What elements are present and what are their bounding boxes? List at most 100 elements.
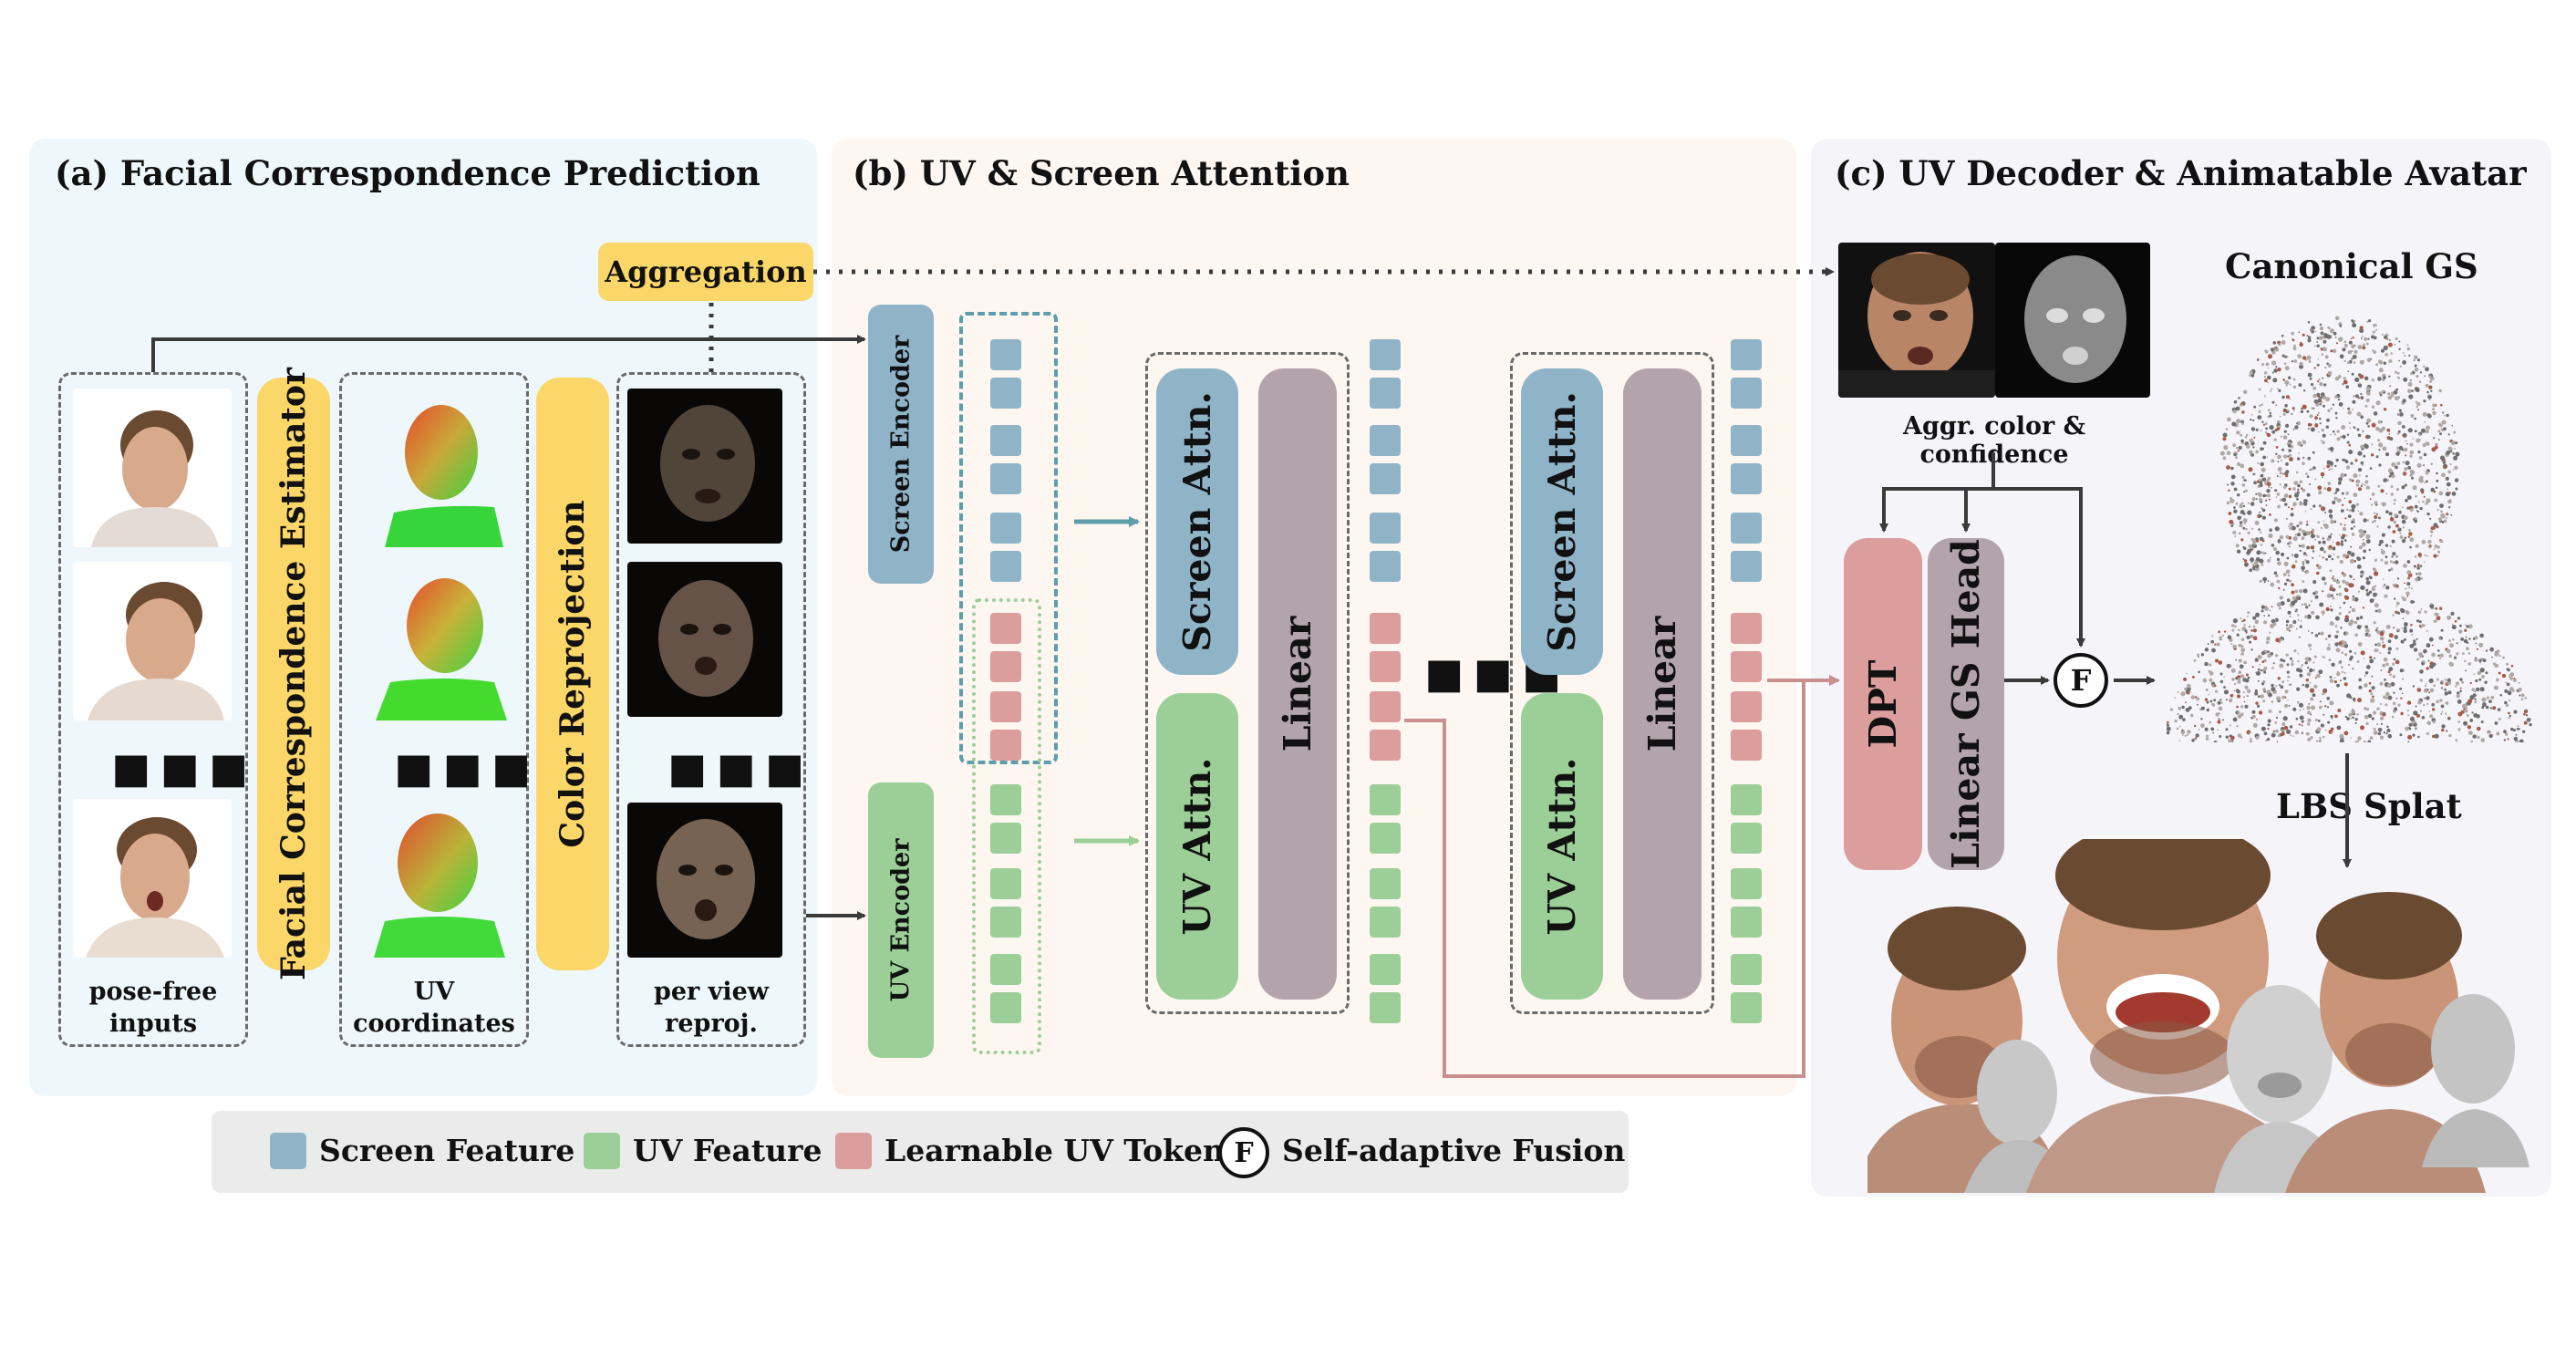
gaussian-point — [2426, 702, 2429, 705]
gaussian-point — [2298, 636, 2301, 638]
gaussian-point — [2295, 471, 2299, 474]
gaussian-point — [2344, 653, 2348, 657]
reproj-image-3 — [627, 803, 782, 958]
gaussian-point — [2250, 629, 2253, 632]
gaussian-point — [2425, 502, 2428, 505]
gaussian-point — [2329, 584, 2333, 588]
gaussian-point — [2410, 624, 2413, 627]
gaussian-point — [2213, 741, 2218, 744]
gaussian-point — [2374, 328, 2378, 331]
gaussian-point — [2385, 492, 2388, 495]
gaussian-point — [2285, 517, 2289, 521]
gaussian-point — [2298, 528, 2302, 532]
gaussian-point — [2285, 470, 2290, 474]
gaussian-point — [2307, 722, 2311, 726]
learnable-token — [1370, 691, 1401, 722]
gaussian-point — [2411, 476, 2415, 480]
gaussian-point — [2366, 358, 2372, 363]
gaussian-point — [2282, 408, 2287, 413]
gaussian-point — [2277, 454, 2281, 460]
gaussian-point — [2482, 658, 2487, 662]
gaussian-point — [2267, 614, 2271, 617]
gaussian-point — [2438, 606, 2443, 610]
gaussian-point — [2334, 714, 2338, 719]
gaussian-point — [2217, 720, 2221, 724]
gaussian-point — [2465, 636, 2467, 638]
gaussian-point — [2390, 567, 2394, 571]
screen-token — [1370, 378, 1401, 409]
gaussian-point — [2389, 437, 2394, 441]
gaussian-point — [2294, 560, 2298, 564]
gaussian-point — [2178, 706, 2182, 710]
gaussian-point — [2390, 492, 2394, 496]
gaussian-point — [2379, 652, 2382, 655]
gaussian-point — [2243, 522, 2247, 524]
dpt-box: DPT — [1844, 538, 1922, 870]
gaussian-point — [2240, 637, 2245, 642]
gaussian-point — [2302, 488, 2306, 492]
gaussian-point — [2303, 389, 2306, 392]
gaussian-point — [2436, 554, 2439, 557]
gaussian-point — [2383, 657, 2388, 662]
gaussian-point — [2343, 677, 2347, 680]
gaussian-point — [2251, 497, 2256, 502]
gaussian-point — [2261, 682, 2265, 686]
gaussian-point — [2418, 456, 2423, 460]
gaussian-point — [2377, 484, 2381, 488]
gaussian-point — [2297, 701, 2300, 704]
gaussian-point — [2186, 672, 2188, 675]
gaussian-point — [2333, 578, 2336, 583]
gaussian-point — [2459, 624, 2462, 627]
gaussian-point — [2436, 508, 2439, 512]
gaussian-point — [2365, 485, 2370, 490]
gaussian-point — [2368, 548, 2371, 552]
gaussian-point — [2408, 394, 2414, 399]
gaussian-point — [2329, 586, 2333, 591]
gaussian-point — [2478, 658, 2482, 662]
gaussian-point — [2273, 438, 2277, 441]
gaussian-point — [2238, 677, 2241, 681]
gaussian-point — [2238, 445, 2242, 451]
gaussian-point — [2227, 483, 2229, 486]
gaussian-point — [2446, 482, 2451, 487]
gaussian-point — [2301, 731, 2304, 734]
gaussian-point — [2266, 432, 2270, 436]
gaussian-point — [2276, 492, 2281, 496]
gaussian-point — [2439, 539, 2444, 544]
gaussian-point — [2414, 368, 2419, 372]
gaussian-point — [2329, 328, 2334, 334]
gaussian-point — [2316, 740, 2318, 742]
gaussian-point — [2366, 391, 2371, 396]
gaussian-point — [2336, 579, 2339, 581]
gaussian-point — [2426, 498, 2431, 503]
gaussian-point — [2242, 691, 2245, 694]
gaussian-point — [2279, 476, 2281, 478]
gaussian-point — [2246, 635, 2250, 639]
linear-box-1: Linear — [1258, 368, 1337, 1000]
gaussian-point — [2423, 365, 2426, 368]
gaussian-point — [2331, 731, 2333, 734]
gaussian-point — [2237, 714, 2242, 719]
gaussian-point — [2314, 423, 2319, 428]
gaussian-point — [2397, 420, 2402, 426]
gaussian-point — [2338, 649, 2340, 652]
gaussian-point — [2398, 445, 2404, 451]
gaussian-point — [2461, 703, 2467, 709]
gaussian-point — [2417, 700, 2422, 705]
gaussian-point — [2335, 579, 2341, 585]
gaussian-point — [2299, 364, 2303, 369]
gaussian-point — [2314, 538, 2316, 541]
gaussian-point — [2320, 526, 2323, 530]
aggregated-color-image — [1838, 243, 1995, 398]
gaussian-point — [2280, 658, 2283, 662]
gaussian-point — [2362, 430, 2364, 433]
gaussian-point — [2176, 727, 2179, 731]
gaussian-point — [2467, 699, 2473, 704]
gaussian-point — [2300, 666, 2302, 668]
gaussian-point — [2410, 372, 2413, 376]
gaussian-point — [2457, 720, 2460, 723]
gaussian-point — [2323, 520, 2325, 523]
gaussian-point — [2240, 439, 2244, 443]
gaussian-point — [2473, 673, 2476, 676]
gaussian-point — [2254, 473, 2257, 475]
